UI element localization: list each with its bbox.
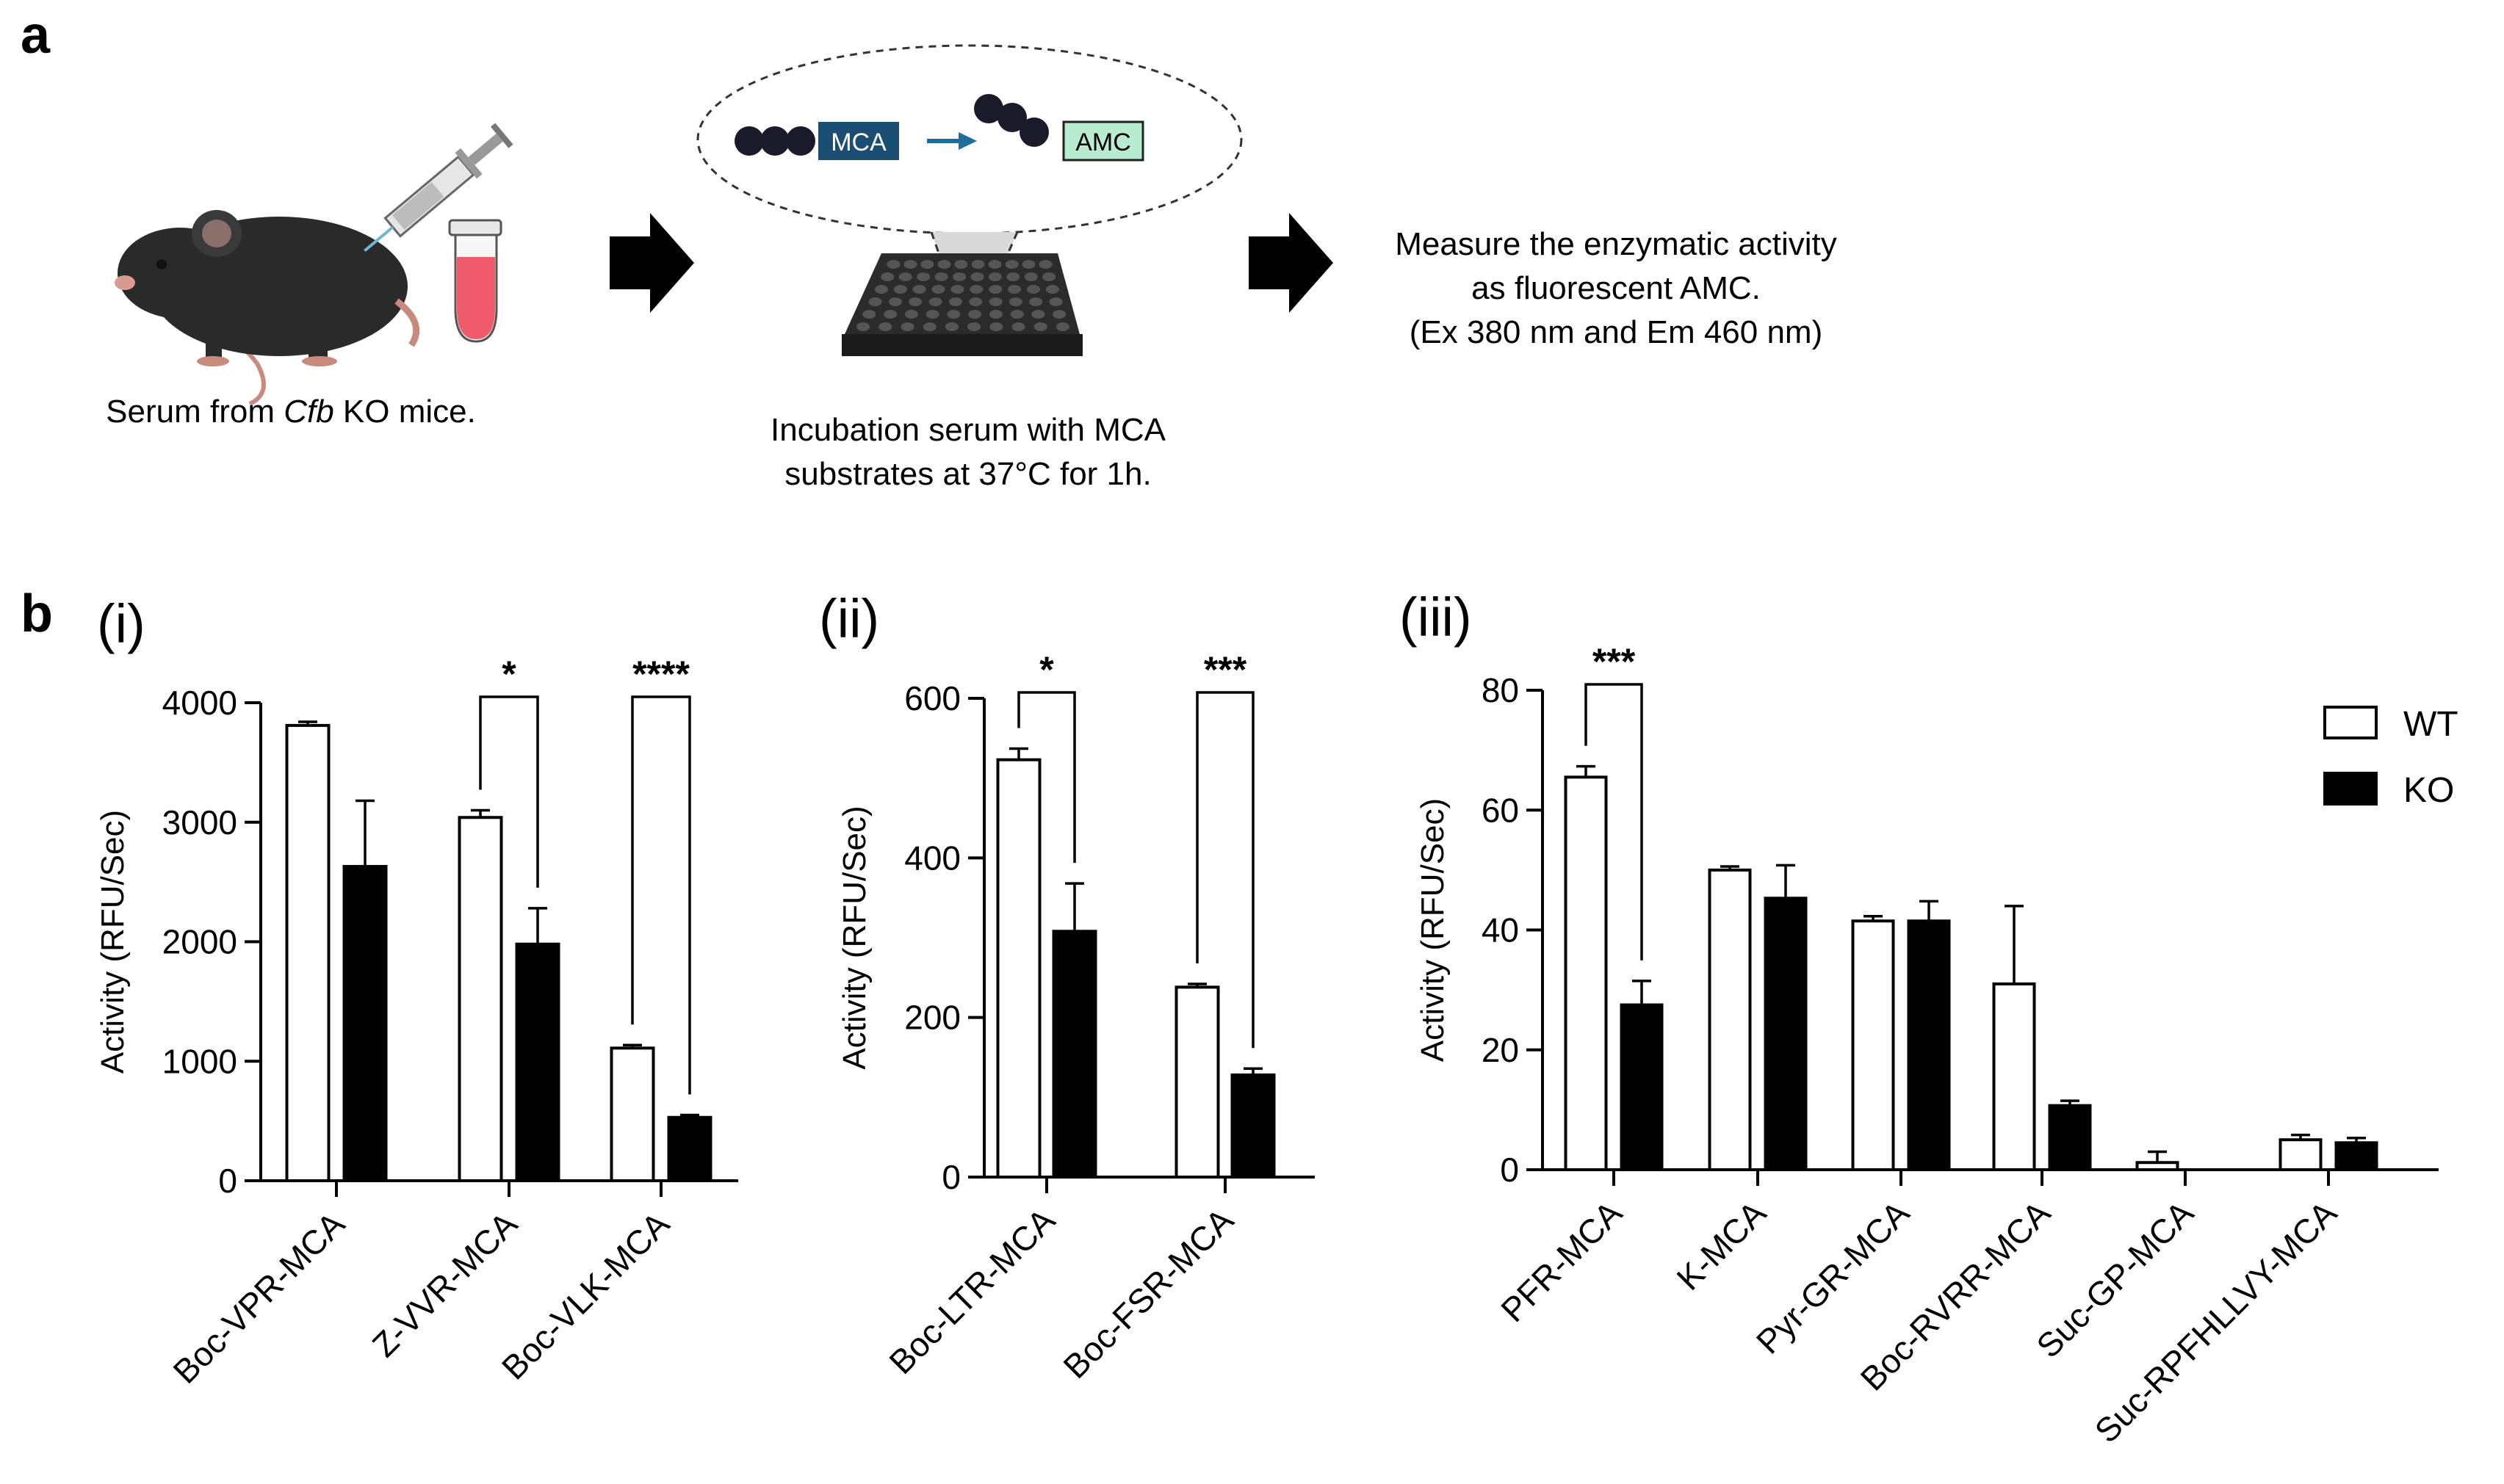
y-axis-label: Activity (RFU/Sec) [1415,798,1451,1062]
bar-wt [458,816,503,1182]
y-tick-label: 1000 [162,1042,237,1080]
y-tick-label: 80 [1482,671,1519,709]
arrow-right-icon [610,213,694,313]
bar-wt [2135,1161,2179,1171]
significance-marker: *** [1592,641,1636,682]
svg-text:MCA: MCA [831,129,887,156]
svg-text:AMC: AMC [1075,129,1131,156]
y-tick-label: 400 [904,839,961,877]
significance-bracket [1017,691,1076,864]
step3-line1: Measure the enzymatic activity [1395,226,1837,262]
significance-bracket [631,695,691,1095]
amc-box [1062,120,1144,162]
mouse-illustration [115,210,420,406]
x-tick-label: PFR-MCA [1493,1193,1629,1329]
x-tick-label: Boc-VPR-MCA [165,1204,352,1391]
panel-label: (i) [97,593,145,654]
x-tick-label: Boc-FSR-MCA [1056,1201,1241,1386]
x-tick-label: Z-VVR-MCA [365,1204,525,1364]
step3-line3: (Ex 380 nm and Em 460 nm) [1410,314,1822,350]
syringe-icon [364,123,513,253]
bar-ko [515,942,560,1182]
serum-tube-icon [448,219,502,343]
bar-wt [996,758,1042,1179]
y-tick-label: 60 [1482,791,1519,829]
step2-caption-line2: substrates at 37°C for 1h. [784,456,1151,492]
y-tick-label: 40 [1482,911,1519,949]
y-tick-label: 3000 [162,803,237,841]
legend-ko-label: KO [2403,771,2454,810]
bar-ko [1052,930,1097,1179]
bar-ko [1907,919,1951,1171]
y-tick-label: 0 [942,1158,961,1196]
bar-ko [1230,1073,1276,1179]
legend-ko-swatch [2323,772,2378,806]
bar-wt [1992,982,2036,1172]
bar-wt [285,723,331,1182]
y-axis-label: Activity (RFU/Sec) [95,810,131,1074]
panel-label: (ii) [819,588,879,649]
bar-ko [1764,897,1808,1172]
y-tick-label: 2000 [162,923,237,961]
step1-caption: Serum from Cfb KO mice. [106,394,476,430]
significance-marker: *** [1204,649,1247,690]
significance-bracket [1584,683,1643,960]
bar-wt [1851,919,1895,1171]
y-tick-label: 4000 [162,684,237,722]
bar-wt [1175,985,1220,1179]
bar-wt [610,1046,655,1183]
step2-caption-line1: Incubation serum with MCA [771,412,1166,448]
significance-bracket [1196,691,1255,1049]
panel-a-letter: a [21,6,51,65]
significance-bracket [479,695,539,888]
panel-label: (iii) [1399,587,1472,648]
significance-marker: **** [632,654,690,695]
arrow-right-icon [1249,213,1333,313]
y-tick-label: 0 [218,1162,237,1200]
bar-wt [2279,1138,2323,1171]
bar-wt [1564,775,1608,1171]
bar-ko [1620,1003,1664,1171]
legend: WT KO [2323,705,2458,810]
bar-ko [2334,1141,2378,1172]
mca-box [818,122,899,160]
y-tick-label: 600 [904,679,961,717]
bar-wt [1708,868,1752,1171]
y-tick-label: 200 [904,999,961,1037]
bar-ko [2048,1104,2092,1172]
y-tick-label: 20 [1482,1031,1519,1069]
legend-wt-swatch [2323,706,2378,739]
significance-marker: * [1039,649,1054,690]
panel-b-letter: b [21,584,53,643]
x-tick-label: Boc-LTR-MCA [881,1201,1062,1381]
bar-ko [667,1115,712,1183]
legend-wt-label: WT [2403,705,2458,744]
step3-line2: as fluorescent AMC. [1471,270,1761,306]
y-axis-label: Activity (RFU/Sec) [837,806,873,1069]
x-tick-label: K-MCA [1669,1193,1773,1297]
x-tick-label: Suc-RPFHLLVY-MCA [2088,1193,2345,1450]
y-tick-label: 0 [1500,1151,1519,1189]
significance-marker: * [502,654,516,695]
well-plate-icon [842,253,1083,356]
bar-ko [342,864,388,1183]
